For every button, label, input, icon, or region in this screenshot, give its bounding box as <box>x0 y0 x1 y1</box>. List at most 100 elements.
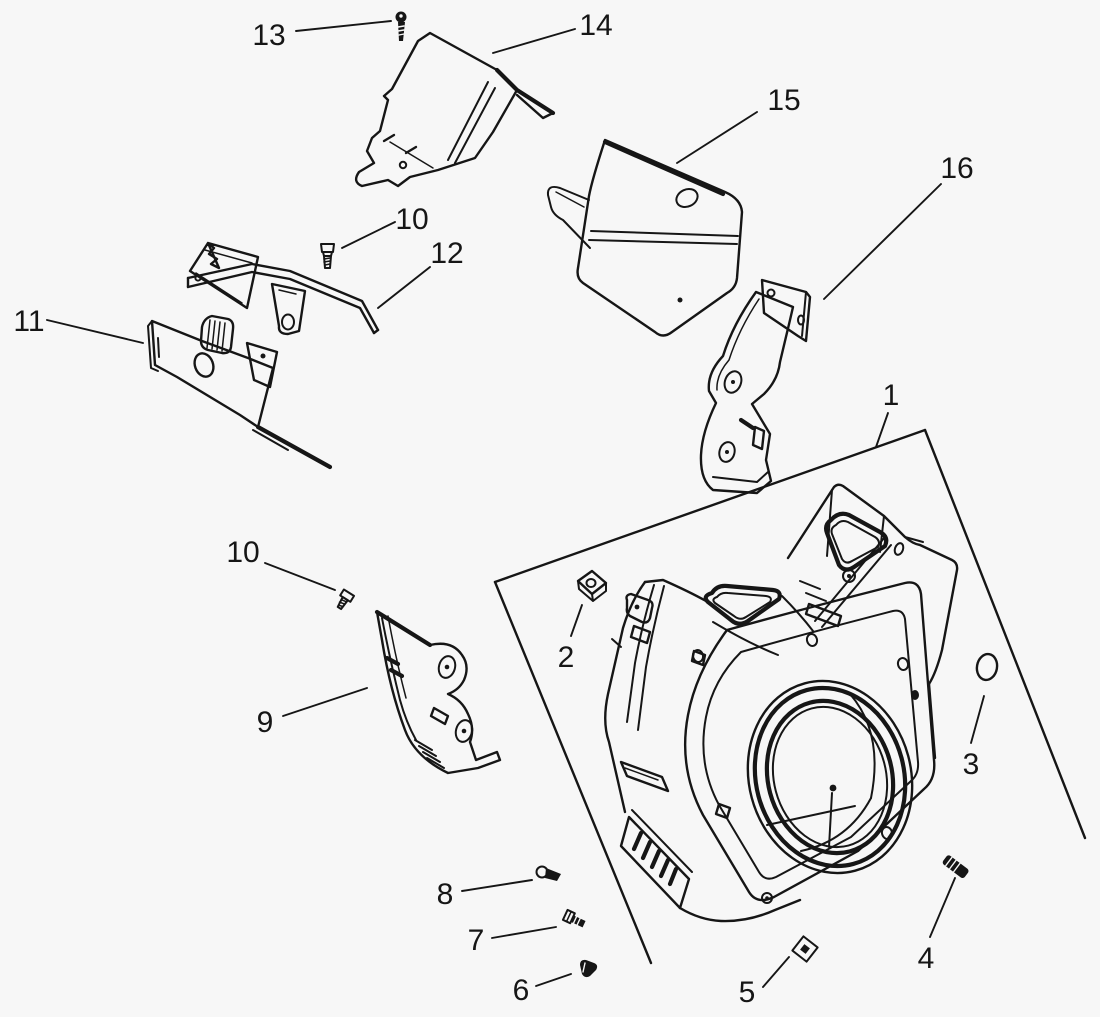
housing-wall-rib-b <box>637 585 665 731</box>
screw10b-head <box>339 588 356 603</box>
screw13-threads <box>397 25 405 36</box>
nut5-outline <box>791 935 819 963</box>
bracket9-slot-c <box>429 706 450 726</box>
housing-pad-left-sweep <box>712 621 779 656</box>
opening-ring-mid <box>752 685 908 869</box>
bracket9-fold-b <box>387 615 407 699</box>
panel-right-edge <box>923 428 1087 840</box>
baffle15-arm <box>546 185 591 249</box>
leader-1 <box>875 412 889 448</box>
bracket-part-9 <box>374 609 502 775</box>
callout-6: 6 <box>513 974 530 1007</box>
housing-step-a <box>799 580 821 590</box>
screw13-head-center <box>399 14 403 18</box>
baffle-part-15 <box>546 138 744 337</box>
callout-13: 13 <box>252 19 285 52</box>
screw6-slot <box>582 962 586 973</box>
callout-8: 8 <box>437 878 454 911</box>
shield14-fold-band <box>494 67 556 116</box>
bracket16-body <box>699 290 795 495</box>
bracket9-hole-b-dot <box>461 728 467 734</box>
callout-7: 7 <box>468 924 485 957</box>
leader-12 <box>377 266 431 309</box>
nut2-hole <box>585 578 597 588</box>
screw10a-shank <box>323 255 332 269</box>
shield-part-14 <box>354 31 556 188</box>
bracket-part-12 <box>186 262 380 336</box>
callout-1: 1 <box>883 379 900 412</box>
screw4-body <box>942 855 969 879</box>
housing-bottom-skirt <box>678 898 802 923</box>
leader-16 <box>823 183 942 300</box>
strap12-tab <box>270 282 307 336</box>
housing-pad-left-inner <box>712 591 772 620</box>
housing-louver-slats <box>631 830 679 887</box>
baffle15-hole <box>675 188 699 208</box>
screw8-shank <box>545 868 561 881</box>
screw10a-head <box>320 243 335 253</box>
baffle15-dot <box>677 297 683 303</box>
baffle11-tab <box>245 341 279 389</box>
leader-5 <box>762 956 790 988</box>
bracket16-fold <box>716 298 760 391</box>
callout-labels: 13 14 15 16 10 12 11 10 9 2 1 3 8 7 6 5 … <box>13 9 979 1009</box>
callout-2: 2 <box>558 641 575 674</box>
opening-ring-inner <box>764 698 896 856</box>
bracket9-outline <box>375 610 502 775</box>
leader-2 <box>570 604 583 637</box>
bracket16-plate-edge <box>801 291 807 337</box>
strap12-bottom-edge <box>186 270 376 335</box>
screw-part-10-upper <box>320 243 335 269</box>
screw7-threads <box>572 916 581 926</box>
baffle11-flange-edge <box>255 424 333 470</box>
flange-hole-7 <box>714 802 732 820</box>
leader-lines <box>46 20 985 988</box>
screw7-head <box>561 908 576 925</box>
housing-wall-lobe-dot <box>634 604 640 610</box>
callout-14: 14 <box>579 9 612 42</box>
flange-hole-4 <box>911 690 919 700</box>
leader-15 <box>676 111 758 164</box>
bracket16-plate-hole-b <box>797 314 805 326</box>
bracket16-foot-line <box>712 471 769 483</box>
housing-lower-tab <box>619 760 670 793</box>
bracket9-slot-a <box>384 655 401 667</box>
flange-hole-2 <box>805 633 819 647</box>
flange-hole-6-dot <box>765 896 769 900</box>
callout-5: 5 <box>739 976 756 1009</box>
flange-hole-6 <box>761 892 773 904</box>
bracket9-top-fold <box>374 609 433 648</box>
bracket9-hole-a-dot <box>444 664 450 670</box>
opening-interior-chord <box>766 805 856 826</box>
baffle11-boss <box>199 314 235 355</box>
housing-pad-left-outer <box>703 583 782 626</box>
shield14-slot-b <box>404 145 418 155</box>
housing-louver-rim <box>631 809 693 873</box>
screw-part-10-lower <box>336 588 356 611</box>
panel-top-edge <box>493 428 927 584</box>
shield14-crease-b <box>454 87 496 164</box>
screw4-threads <box>945 856 961 873</box>
baffle11-tab-dot <box>260 353 266 359</box>
screw-part-4 <box>942 855 969 879</box>
flange-hole-1 <box>691 649 705 663</box>
screw-part-7 <box>561 908 586 928</box>
housing-tower-outline <box>786 483 959 686</box>
shield14-band-return <box>515 93 555 120</box>
bracket16-slot-b <box>751 425 766 451</box>
housing-flange-outer <box>683 581 936 902</box>
callout-11: 11 <box>13 305 44 338</box>
shield14-slot-a <box>382 133 396 143</box>
leader-4 <box>929 877 956 938</box>
opening-interior-arc-a <box>849 693 876 799</box>
bracket16-plate-hole-a <box>766 288 776 298</box>
housing-pad-right-outer <box>824 511 889 572</box>
nut5-hole <box>800 944 810 954</box>
baffle15-top-fold <box>602 139 726 197</box>
shield14-outline <box>354 31 519 188</box>
leader-7 <box>491 926 557 939</box>
opening-center-dot <box>829 784 837 792</box>
housing-fin-hole <box>893 542 905 556</box>
leader-10-lower <box>264 562 336 591</box>
flange-hole-3 <box>896 657 910 671</box>
